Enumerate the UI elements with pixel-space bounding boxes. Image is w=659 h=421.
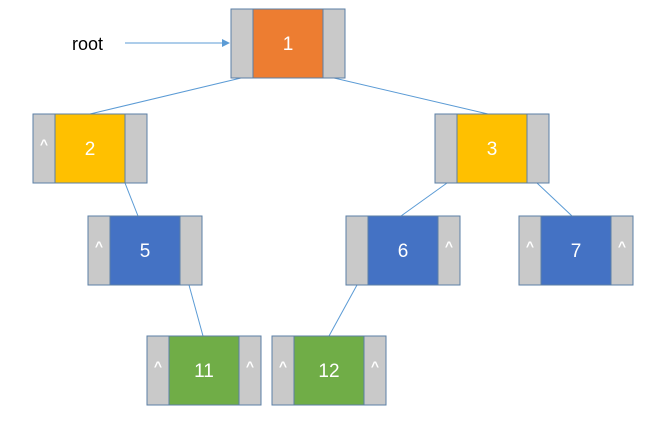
node-value-label: 5 [140, 241, 151, 262]
tree-node-2: 2^ [32, 113, 148, 184]
node-value-cell [168, 335, 240, 406]
node-value-cell [252, 8, 324, 79]
node-value-label: 2 [85, 139, 96, 160]
node-value-cell [456, 113, 528, 184]
tree-node-7: 7 ^ ^ [518, 215, 634, 286]
node-value-label: 6 [398, 241, 409, 262]
edge-n1-n3 [333, 77, 489, 115]
node-value-cell [293, 335, 365, 406]
node-value-cell [367, 215, 439, 286]
node-value-label: 12 [318, 361, 339, 382]
right-null-pointer: ^ [371, 358, 379, 374]
edge-n3-n7 [536, 182, 573, 217]
edges-layer [89, 77, 573, 337]
right-null-pointer: ^ [618, 238, 626, 254]
node-value-label: 3 [487, 139, 498, 160]
root-label: root [72, 34, 103, 54]
right-null-pointer: ^ [445, 238, 453, 254]
node-value-cell [109, 215, 181, 286]
tree-node-6: 6^ [345, 215, 461, 286]
edge-n2-n5 [124, 182, 139, 217]
edge-n5-n11 [188, 284, 204, 337]
node-value-label: 11 [194, 361, 214, 382]
left-null-pointer: ^ [95, 238, 103, 254]
tree-node-1: 1 [230, 8, 346, 79]
left-null-pointer: ^ [526, 238, 534, 254]
root-pointer: root [72, 34, 230, 54]
edge-n1-n2 [89, 77, 242, 115]
left-null-pointer: ^ [279, 358, 287, 374]
tree-node-11: 11 ^ ^ [146, 335, 262, 406]
left-null-pointer: ^ [154, 358, 162, 374]
node-value-label: 1 [283, 34, 294, 55]
right-null-pointer: ^ [246, 358, 254, 374]
node-value-label: 7 [571, 241, 582, 262]
nodes-layer: 12^35^6^7^^11^^12^^ [32, 8, 634, 406]
left-null-pointer: ^ [40, 136, 48, 152]
tree-node-3: 3 [434, 113, 550, 184]
tree-node-5: 5^ [87, 215, 203, 286]
node-value-cell [540, 215, 612, 286]
tree-node-12: 12 ^ ^ [271, 335, 387, 406]
edge-n6-n12 [328, 284, 358, 337]
node-value-cell [54, 113, 126, 184]
edge-n3-n6 [400, 182, 448, 217]
